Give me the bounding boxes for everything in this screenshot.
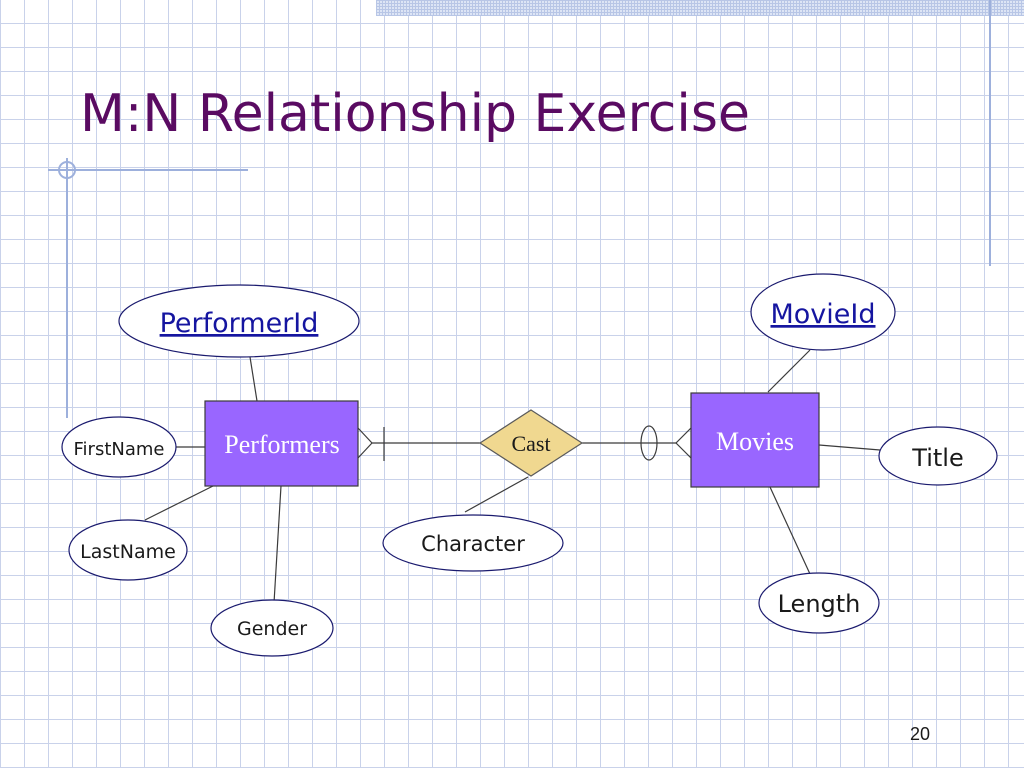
movies-label: Movies <box>716 427 794 456</box>
title-attribute-label: Title <box>911 444 963 472</box>
connector-lines <box>144 349 881 604</box>
line-performerid <box>249 356 258 402</box>
cast-label: Cast <box>511 431 550 456</box>
entity-movies: Movies <box>690 392 820 488</box>
line-movieid <box>767 349 811 393</box>
slide-decoration <box>48 0 991 418</box>
line-lastname <box>144 485 214 521</box>
length-label: Length <box>778 590 861 618</box>
line-gender <box>273 485 282 604</box>
attribute-performerid <box>118 284 360 358</box>
attribute-gender <box>210 599 334 657</box>
performers-crows-foot-lower <box>357 442 373 459</box>
slide-title: M:N Relationship Exercise <box>80 84 750 144</box>
character-label: Character <box>421 532 525 556</box>
movies-zero-circle <box>640 425 658 461</box>
gender-label: Gender <box>237 618 307 640</box>
movies-crows-foot-lower <box>675 442 692 459</box>
movies-crows-foot-upper <box>675 427 692 444</box>
page-number: 20 <box>910 724 931 744</box>
cardinality-marks <box>357 425 692 461</box>
attribute-title <box>878 426 998 486</box>
performers-crows-foot-upper <box>357 427 373 444</box>
firstname-label: FirstName <box>74 439 165 460</box>
top-decorative-band <box>376 0 1024 16</box>
relationship-cast: Cast <box>478 409 584 477</box>
attribute-movieid <box>750 273 896 351</box>
entity-performers: Performers <box>204 400 359 487</box>
attribute-length <box>758 572 880 634</box>
line-length <box>769 486 811 575</box>
attribute-lastname <box>68 519 188 581</box>
lastname-label: LastName <box>80 541 176 563</box>
line-title <box>818 444 881 451</box>
attribute-character <box>382 514 564 572</box>
performerid-label: PerformerId <box>160 308 319 339</box>
performers-label: Performers <box>224 430 340 459</box>
line-character <box>464 476 529 513</box>
movieid-label: MovieId <box>770 299 875 330</box>
attribute-firstname <box>61 416 177 478</box>
